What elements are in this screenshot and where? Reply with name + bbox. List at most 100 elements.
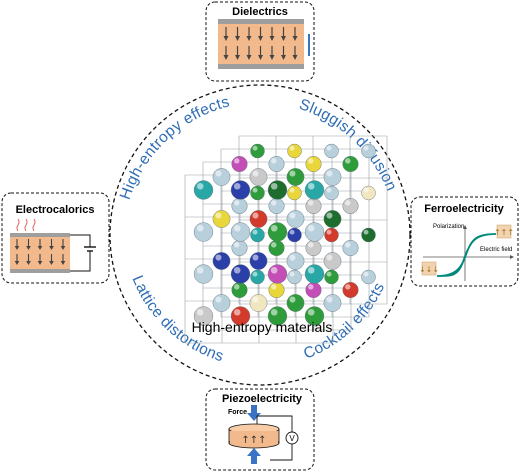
atom <box>230 264 251 284</box>
crystal-lattice-illustration <box>184 135 388 344</box>
atom-highlight <box>196 266 204 274</box>
atom-highlight <box>289 229 295 235</box>
arrow-head <box>235 55 240 60</box>
atom-highlight <box>326 170 333 177</box>
atom <box>249 168 268 186</box>
atom <box>304 180 325 200</box>
arrow-head <box>14 246 20 250</box>
atom <box>193 222 214 242</box>
down-arrow-icon <box>223 27 298 60</box>
atom <box>286 168 305 186</box>
atom-highlight <box>308 158 314 164</box>
atom-highlight <box>252 170 259 177</box>
atom <box>286 252 305 270</box>
atom-highlight <box>289 271 295 277</box>
atom <box>268 282 285 299</box>
atom <box>250 227 265 243</box>
atom <box>267 222 288 242</box>
atom <box>249 210 268 228</box>
atom <box>268 197 285 214</box>
atom-highlight <box>271 284 277 290</box>
atom <box>231 282 248 299</box>
atom-highlight <box>289 254 296 261</box>
hysteresis-loop <box>436 233 497 277</box>
atom <box>342 155 359 172</box>
atom-highlight <box>326 187 332 193</box>
atom-highlight <box>252 145 258 151</box>
atom-highlight <box>326 229 332 235</box>
piezo-disc: ↑↑↑ <box>228 423 280 449</box>
force-label: Force <box>228 409 247 416</box>
atom <box>268 239 285 256</box>
atom-highlight <box>252 212 259 219</box>
arrow-head <box>269 36 275 41</box>
atom-highlight <box>307 308 315 316</box>
atom <box>305 155 322 172</box>
atom <box>212 252 231 270</box>
arrow-head <box>60 261 66 265</box>
atom <box>193 180 214 200</box>
atom <box>323 210 342 228</box>
atom-highlight <box>307 224 315 232</box>
voltmeter-circuit <box>256 415 293 461</box>
atom <box>342 282 359 299</box>
atom <box>286 294 305 312</box>
arrow-head <box>37 261 43 265</box>
arrow-head <box>292 55 298 60</box>
svg-text:↑↑↑: ↑↑↑ <box>494 228 514 237</box>
voltmeter-icon: V <box>285 431 299 445</box>
panel-dielectrics: Dielectrics <box>205 1 315 82</box>
atom-highlight <box>307 266 315 274</box>
arrow-head <box>246 55 252 60</box>
atom <box>361 269 376 285</box>
bottom-plate <box>218 64 304 69</box>
atom-highlight <box>289 212 296 219</box>
atom <box>193 264 214 284</box>
atom-highlight <box>326 296 333 303</box>
atom-highlight <box>233 182 241 190</box>
arrow-head <box>246 36 252 41</box>
top-plate <box>218 19 304 24</box>
atom <box>249 252 268 270</box>
atom-highlight <box>234 158 240 164</box>
up-arrow-icon: ↑↑↑ <box>241 435 266 446</box>
effect-sluggish-diffusion: Sluggish diffusion <box>297 96 400 194</box>
atom <box>324 185 339 201</box>
atom-highlight <box>215 296 222 303</box>
atom <box>342 197 359 214</box>
atom-highlight <box>252 229 258 235</box>
atom-highlight <box>234 200 240 206</box>
atom-highlight <box>363 229 369 235</box>
atom <box>305 282 322 299</box>
atom-highlight <box>252 254 259 261</box>
atom <box>323 252 342 270</box>
arrow-head <box>37 246 43 250</box>
atom <box>305 239 322 256</box>
polarization-down-icon: ↓↓↓ <box>419 261 439 276</box>
atom-highlight <box>345 284 351 290</box>
axis-label-polarization: Polarization <box>433 224 464 230</box>
arrow-head <box>292 36 298 41</box>
atom <box>324 269 339 285</box>
atom <box>212 210 231 228</box>
atom <box>287 143 302 159</box>
panel-electrocalorics: Electrocalorics <box>1 192 110 284</box>
effect-high-entropy: High-entropy effects <box>117 93 232 201</box>
atom <box>249 294 268 312</box>
atom-highlight <box>270 308 278 316</box>
panel-title-ferroelectricity: Ferroelectricity <box>424 203 504 215</box>
atom <box>361 185 376 201</box>
atom <box>231 155 248 172</box>
atom <box>250 185 265 201</box>
atom <box>287 269 302 285</box>
svg-text:↓↓↓: ↓↓↓ <box>419 265 439 274</box>
atom <box>212 294 231 312</box>
atom <box>267 180 288 200</box>
atom-highlight <box>252 271 258 277</box>
heat-wave-icon <box>16 218 36 232</box>
arrow-head <box>14 261 20 265</box>
atom-highlight <box>326 145 332 151</box>
atom-highlight <box>271 242 277 248</box>
force-arrow-icon <box>247 405 261 464</box>
